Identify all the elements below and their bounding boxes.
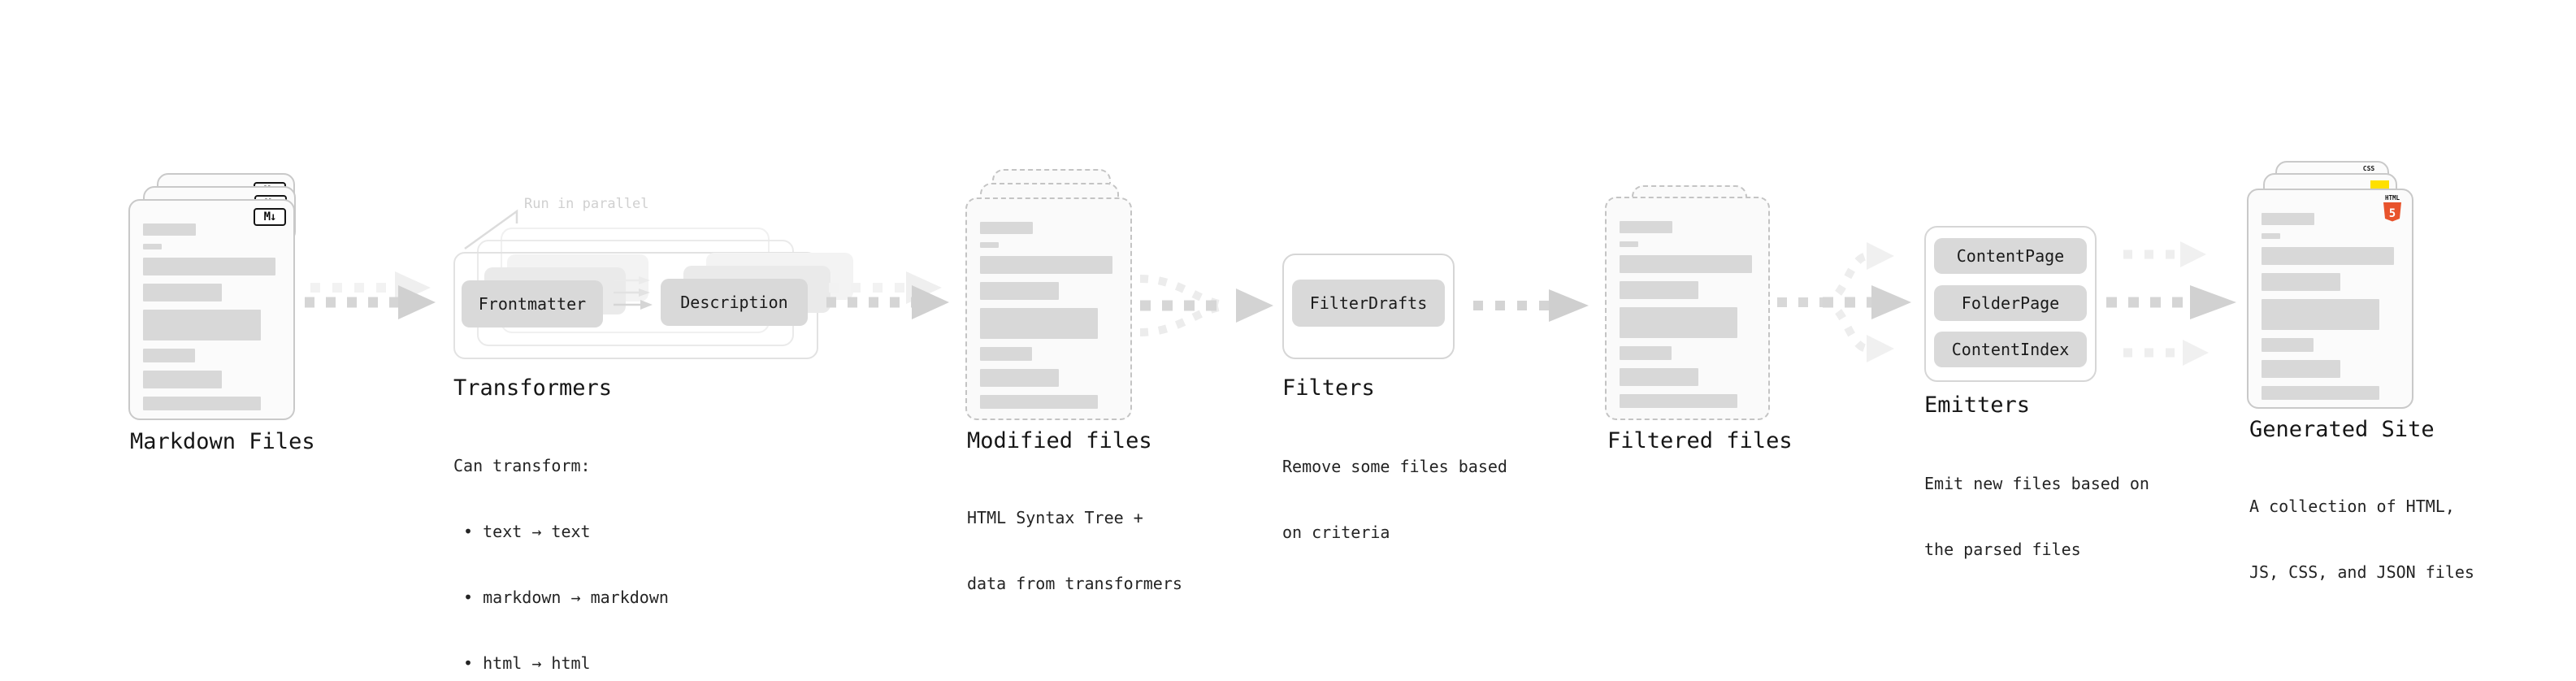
transformers-caption: Can transform: • text → text • markdown …	[453, 456, 669, 673]
svg-text:5: 5	[2389, 207, 2396, 220]
stage-title-filtered: Filtered files	[1607, 428, 1793, 453]
stage-title-filters: Filters	[1282, 375, 1375, 401]
flow-arrow-1	[305, 271, 436, 319]
generated-caption: A collection of HTML, JS, CSS, and JSON …	[2249, 497, 2474, 582]
transform-arrows	[614, 276, 653, 310]
emitter-contentpage: ContentPage	[1934, 238, 2087, 274]
stage-title-generated: Generated Site	[2249, 417, 2435, 442]
stage-title-emitters: Emitters	[1924, 393, 2031, 418]
markdown-file-card: M↓	[128, 199, 295, 420]
modified-file-card	[965, 197, 1132, 420]
generated-file-card-html: HTML 5	[2247, 189, 2413, 409]
parallel-note-leader-line	[464, 209, 518, 250]
flow-arrow-2	[826, 271, 949, 319]
doc-lines	[143, 223, 275, 410]
transformer-frontmatter: Frontmatter	[462, 280, 603, 327]
flow-arrow-fanout	[1777, 242, 1911, 362]
markdown-icon: M↓	[254, 208, 286, 226]
transformer-description: Description	[661, 279, 808, 326]
filter-filterdrafts: FilterDrafts	[1292, 280, 1445, 327]
html5-icon: HTML 5	[2383, 194, 2401, 222]
stage-title-transformers: Transformers	[453, 375, 613, 401]
svg-text:HTML: HTML	[2385, 194, 2400, 202]
emitter-folderpage: FolderPage	[1934, 285, 2087, 321]
doc-lines	[980, 222, 1112, 409]
parallel-note: Run in parallel	[524, 196, 649, 212]
filtered-file-card	[1605, 197, 1770, 420]
js-icon	[2370, 180, 2389, 189]
doc-lines	[1620, 221, 1752, 408]
stage-title-modified: Modified files	[967, 428, 1152, 453]
emitters-caption: Emit new files based on the parsed files	[1924, 474, 2149, 559]
flow-arrow-triple	[2106, 241, 2236, 366]
flow-arrow-merge	[1139, 275, 1273, 336]
modified-caption: HTML Syntax Tree + data from transformer…	[967, 508, 1182, 593]
doc-lines	[2262, 213, 2394, 400]
emitter-contentindex: ContentIndex	[1934, 332, 2087, 367]
stage-title-markdown: Markdown Files	[130, 429, 315, 454]
flow-arrow-3	[1473, 289, 1589, 322]
filters-caption: Remove some files based on criteria	[1282, 457, 1507, 542]
